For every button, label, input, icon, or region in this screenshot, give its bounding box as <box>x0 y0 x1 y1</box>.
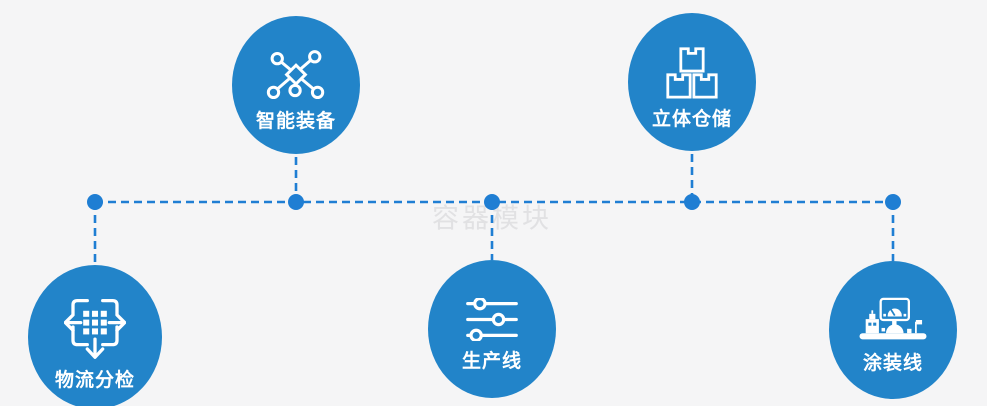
coating-station-icon <box>859 297 927 340</box>
sorting-distribution-icon <box>64 298 126 359</box>
junction-dot <box>684 194 700 210</box>
node-label: 生产线 <box>461 350 522 372</box>
node-stereo-warehouse[interactable]: 立体仓储 <box>628 13 756 151</box>
network-nodes-icon <box>266 49 325 99</box>
node-label: 立体仓储 <box>651 109 732 130</box>
node-label: 智能装备 <box>255 110 336 132</box>
node-production-line[interactable]: 生产线 <box>428 260 556 398</box>
node-label: 涂装线 <box>862 353 923 374</box>
sliders-icon <box>466 297 518 341</box>
node-label: 物流分检 <box>54 370 135 391</box>
stacked-boxes-icon <box>666 47 718 99</box>
junction-dot <box>885 194 901 210</box>
junction-dot <box>288 194 304 210</box>
node-smart-equipment[interactable]: 智能装备 <box>232 16 360 154</box>
junction-dot <box>484 194 500 210</box>
junction-dot <box>87 194 103 210</box>
node-coating-line[interactable]: 涂装线 <box>829 261 957 399</box>
node-logistics-sorting[interactable]: 物流分检 <box>28 265 162 406</box>
